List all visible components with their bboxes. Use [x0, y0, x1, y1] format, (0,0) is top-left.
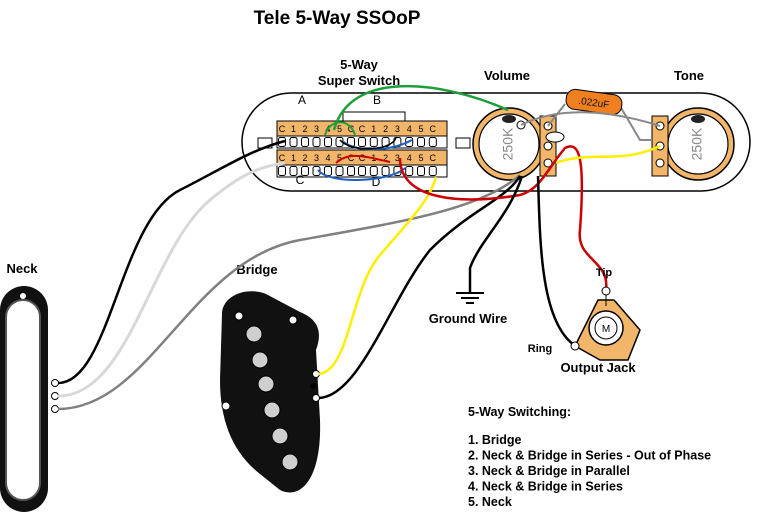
neck-label: Neck	[6, 261, 38, 276]
switch-lug-lower-d-label: C	[359, 153, 366, 163]
switch-lug-upper-b	[417, 137, 425, 147]
output-jack-label: Output Jack	[560, 360, 636, 375]
switch-lug-lower-d-label: 5	[418, 153, 423, 163]
capacitor	[547, 88, 652, 141]
switch-lug-upper-a	[312, 137, 321, 147]
ground-wire-label: Ground Wire	[429, 311, 508, 326]
switch-lug-lower-c	[278, 166, 286, 176]
switch-lug-upper-b-label: 4	[407, 124, 412, 134]
switch-lug-lower-d-label: 4	[407, 153, 412, 163]
switch-lug-upper-a	[289, 137, 298, 147]
output-jack	[570, 286, 641, 361]
switch-lug-upper-b	[428, 137, 437, 147]
solder-joint-volume	[545, 131, 565, 143]
capacitor-value: .022uF	[578, 96, 610, 111]
wire-switch-red-jumper	[335, 154, 391, 164]
switch-mount-tab-right	[455, 137, 471, 149]
neck-pickup	[0, 286, 59, 512]
switch-lug-upper-b-label: 5	[418, 124, 423, 134]
tone-value: 250K	[689, 127, 705, 160]
switch-lug-upper-a-label: 2	[302, 124, 307, 134]
switch-lug-lower-d-label: C	[430, 153, 437, 163]
tone-label: Tone	[674, 68, 704, 83]
switch-label-line-2: Super Switch	[318, 73, 400, 88]
switch-lug-upper-b	[358, 137, 366, 147]
wire-switch-green-jumper	[324, 121, 356, 136]
switching-item: 3. Neck & Bridge in Parallel	[468, 464, 630, 478]
deck-letter-c: C	[296, 173, 305, 187]
switch-lug-upper-a-label: 1	[291, 124, 296, 134]
wire-neck-gray	[57, 174, 521, 411]
deck-letter-b: B	[373, 93, 381, 107]
switch-lug-lower-d	[358, 166, 366, 176]
switching-list: 1. Bridge 2. Neck & Bridge in Series - Ou…	[468, 433, 711, 509]
switch-lug-lower-c	[324, 166, 332, 176]
switch-lug-lower-c-label: 2	[302, 153, 307, 163]
switch-lug-lower-c-label: C	[279, 153, 286, 163]
switch-lug-lower-c-label: 1	[291, 153, 296, 163]
wire-switch-green	[332, 85, 509, 131]
diagram-title: Tele 5-Way SSOoP	[254, 8, 421, 29]
switch-lug-lower-c	[289, 166, 298, 176]
switch-lug-lower-c-label: C	[348, 153, 355, 163]
switch-lug-lower-c	[347, 166, 355, 176]
wire-neck-white	[57, 161, 286, 398]
jack-ring-label: Ring	[528, 343, 552, 355]
switch-lug-lower-d	[369, 166, 378, 176]
switching-item: 2. Neck & Bridge in Series - Out of Phas…	[468, 449, 711, 463]
switch-lug-upper-b-label: 2	[383, 124, 388, 134]
volume-label: Volume	[484, 68, 530, 83]
wire-switch-blue-lower	[317, 167, 406, 181]
switching-item: 1. Bridge	[468, 433, 522, 447]
jack-tip-label: Tip	[596, 267, 613, 279]
ground-symbol-icon	[456, 292, 484, 304]
switch-lug-upper-a	[324, 137, 332, 147]
wire-tone-yellow	[555, 144, 661, 165]
wire-switch-black-inner	[339, 137, 397, 150]
switching-title: 5-Way Switching:	[468, 405, 571, 419]
switch-lug-lower-c	[335, 166, 344, 176]
switch-lug-lower-c-label: 3	[314, 153, 319, 163]
switch-lug-upper-b-label: 3	[395, 124, 400, 134]
switch-lug-lower-d	[428, 166, 437, 176]
deck-letter-a: A	[298, 93, 306, 107]
switching-item: 5. Neck	[468, 495, 512, 509]
switch-lug-lower-d	[417, 166, 425, 176]
switch-lug-upper-a-label: C	[279, 124, 286, 134]
switching-item: 4. Neck & Bridge in Series	[468, 480, 623, 494]
switch-lug-upper-a	[301, 137, 309, 147]
deck-letter-d: D	[372, 175, 381, 189]
wire-neck-black	[57, 139, 286, 385]
switch-lug-lower-c	[301, 166, 309, 176]
switch-lug-lower-c-label: 5	[337, 153, 342, 163]
switch-label-line-1: 5-Way	[340, 57, 379, 72]
switch-lug-upper-a-label: 5	[337, 124, 342, 134]
switch-lug-lower-c-label: 4	[325, 153, 330, 163]
wire-bridge-yellow	[318, 176, 438, 376]
switch-lug-lower-d	[381, 166, 390, 176]
switch-lug-upper-b-label: C	[430, 124, 437, 134]
volume-pot	[472, 107, 557, 181]
pot-ground-wire	[520, 111, 661, 127]
wire-jack-ring-black	[536, 175, 575, 347]
wire-ground-black	[468, 175, 524, 292]
switch-lug-upper-b	[369, 137, 378, 147]
wire-switch-red-out	[398, 145, 608, 291]
switch-lug-lower-d	[405, 166, 414, 176]
switch-lug-upper-b-label: 1	[371, 124, 376, 134]
bridge-label: Bridge	[236, 262, 277, 277]
bridge-pickup	[220, 291, 321, 493]
volume-value: 250K	[500, 127, 516, 160]
switch-lug-upper-a-label: 3	[314, 124, 319, 134]
switch-lug-lower-d-label: 2	[383, 153, 388, 163]
jack-center-symbol: M	[602, 324, 610, 335]
switch-lug-lower-d-label: 3	[395, 153, 400, 163]
switch-lug-upper-b-label: C	[359, 124, 366, 134]
